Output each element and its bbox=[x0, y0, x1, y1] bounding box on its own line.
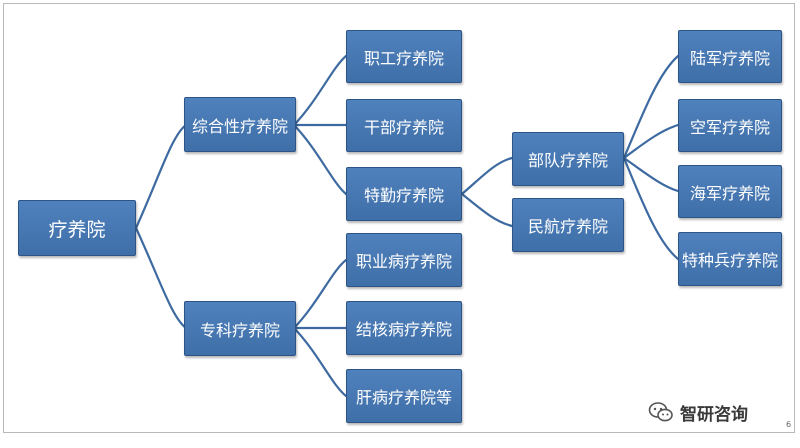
node-general: 综合性疗养院 bbox=[184, 97, 296, 152]
edge-special-occupational bbox=[292, 258, 348, 330]
watermark-text: 智研咨询 bbox=[680, 404, 748, 425]
node-cadre: 干部疗养院 bbox=[346, 99, 462, 152]
node-navy: 海军疗养院 bbox=[678, 165, 782, 218]
node-special: 专科疗养院 bbox=[184, 301, 296, 356]
edge-root-general bbox=[134, 123, 188, 230]
watermark: 智研咨询 bbox=[648, 398, 748, 426]
edge-duty-army bbox=[460, 156, 514, 196]
edge-general-staff bbox=[292, 54, 348, 127]
node-root: 疗养院 bbox=[18, 200, 136, 256]
node-ground-army: 陆军疗养院 bbox=[678, 30, 782, 83]
node-staff: 职工疗养院 bbox=[346, 30, 462, 83]
wechat-icon bbox=[648, 402, 673, 422]
corner-mark: 6 bbox=[786, 420, 792, 429]
node-special-duty: 特勤疗养院 bbox=[346, 167, 462, 221]
node-liver: 肝病疗养院等 bbox=[346, 369, 462, 423]
node-tb: 结核病疗养院 bbox=[346, 301, 462, 355]
edge-army-special-forces bbox=[622, 156, 680, 261]
edge-army-ground bbox=[622, 54, 680, 160]
node-aviation: 民航疗养院 bbox=[512, 198, 624, 252]
edge-general-duty bbox=[292, 123, 348, 196]
edge-special-liver bbox=[292, 326, 348, 398]
node-army-units: 部队疗养院 bbox=[512, 132, 624, 186]
node-occupational: 职业病疗养院 bbox=[346, 233, 462, 287]
edge-army-navy bbox=[622, 156, 680, 193]
edge-root-special bbox=[134, 226, 188, 330]
edge-duty-aviation bbox=[460, 192, 514, 228]
node-special-forces: 特种兵疗养院 bbox=[678, 232, 782, 286]
diagram-frame bbox=[3, 3, 795, 433]
node-air-force: 空军疗养院 bbox=[678, 99, 782, 152]
edge-army-air bbox=[622, 123, 680, 160]
